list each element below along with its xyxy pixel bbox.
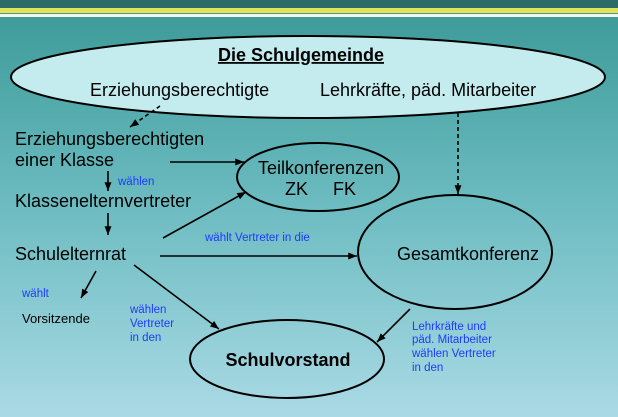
label-lehrkraefte-line1: Lehrkräfte und (412, 321, 486, 333)
label-waehlt-vertreter-in-die: wählt Vertreter in die (204, 232, 310, 244)
label-waehlen: wählen (117, 176, 154, 188)
node-schulvorstand: Schulvorstand (225, 350, 350, 370)
label-lehrkraefte-line3: wählen Vertreter (411, 348, 496, 360)
gesamtkonferenz-ellipse (357, 194, 553, 310)
label-lehrkraefte-line4: in den (412, 362, 443, 374)
node-schulelternrat: Schulelternrat (15, 244, 126, 264)
gemeinde-lehrkraefte: Lehrkräfte, päd. Mitarbeiter (320, 80, 536, 100)
label-waehlt: wählt (21, 288, 50, 300)
header-band (0, 0, 618, 8)
header-stripe-yellow (0, 8, 618, 13)
diagram-title: Die Schulgemeinde (218, 45, 384, 65)
teilkonferenzen-ellipse (236, 142, 400, 212)
arrow-eltern-to-klasse (129, 105, 161, 128)
header-stripe-white (0, 14, 618, 17)
arrow-gesamtkonferenz-to-schulvorstand (376, 308, 411, 343)
node-teilkonferenzen: Teilkonferenzen (258, 158, 384, 178)
arrow-elternrat-to-vorsitzende (80, 270, 97, 299)
schulgemeinde-ellipse (10, 35, 606, 119)
label-elternrat-schulvorstand-line2: Vertreter (130, 318, 174, 330)
node-gesamtkonferenz: Gesamtkonferenz (397, 244, 539, 264)
arrow-elternrat-to-teilkonferenzen (162, 191, 247, 239)
node-vorsitzende: Vorsitzende (22, 311, 90, 326)
node-fk: FK (333, 179, 356, 199)
node-erziehungsberechtigten: Erziehungsberechtigten (15, 129, 204, 149)
node-klassenelternvertreter: Klassenelternvertreter (15, 191, 191, 211)
label-elternrat-schulvorstand-line3: in den (130, 332, 161, 344)
gemeinde-erziehungsberechtigte: Erziehungsberechtigte (90, 80, 269, 100)
node-zk: ZK (285, 179, 308, 199)
schulvorstand-ellipse (189, 319, 385, 399)
node-einer-klasse: einer Klasse (15, 150, 114, 170)
label-elternrat-schulvorstand-line1: wählen (129, 304, 166, 316)
arrow-elternrat-to-schulvorstand (133, 264, 220, 330)
label-lehrkraefte-line2: päd. Mitarbeiter (412, 334, 492, 346)
